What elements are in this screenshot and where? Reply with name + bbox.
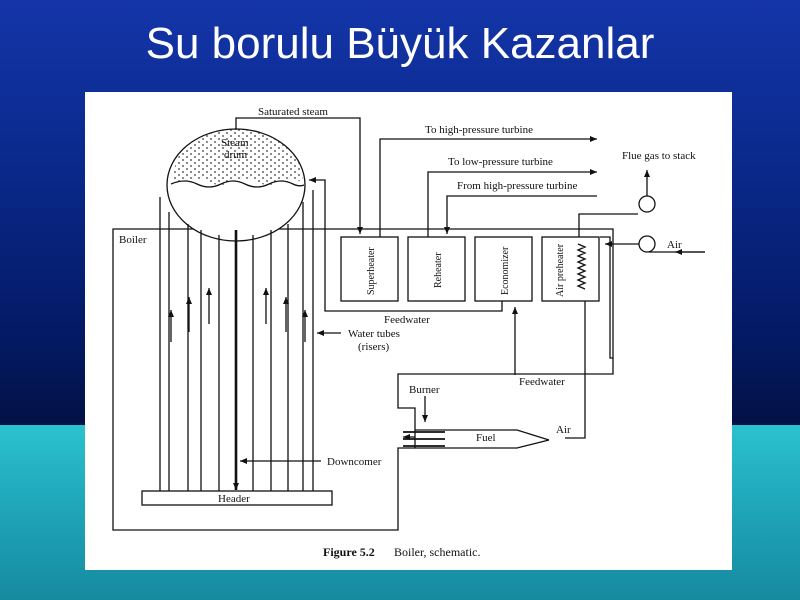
reheater-box [407, 236, 466, 302]
saturated-steam-line [235, 117, 363, 234]
label-steam-drum-1: Steam [221, 137, 249, 149]
label-steam-drum-2: drum [224, 149, 248, 161]
air-to-burner-line [565, 301, 586, 439]
fan-icon [638, 235, 656, 253]
from-hp-turbine-line [444, 195, 597, 234]
label-from-hp-turbine: From high-pressure turbine [457, 180, 577, 192]
header-box [141, 490, 333, 506]
label-reheater: Reheater [433, 252, 444, 288]
label-to-lp-turbine: To low-pressure turbine [448, 156, 553, 168]
boiler-schematic: Saturated steam Steam drum To high-press… [112, 106, 705, 559]
caption-figure-number: Figure 5.2 [323, 545, 375, 559]
flue-duct [578, 213, 638, 237]
to-hp-turbine-line [379, 136, 597, 237]
fuel-wedge-bottom [415, 439, 550, 449]
label-superheater: Superheater [366, 247, 377, 295]
label-air-preheater: Air preheater [555, 243, 566, 297]
boiler-outline [112, 228, 614, 531]
label-air-bottom: Air [556, 424, 571, 436]
label-saturated-steam: Saturated steam [258, 106, 328, 118]
label-economizer: Economizer [500, 246, 511, 295]
fan-icon [638, 195, 656, 213]
feedwater-line [309, 177, 503, 312]
label-fuel: Fuel [476, 432, 496, 444]
label-burner: Burner [409, 384, 440, 396]
superheater-box [340, 236, 399, 302]
label-to-hp-turbine: To high-pressure turbine [425, 124, 533, 136]
label-feedwater-mid: Feedwater [384, 314, 430, 326]
water-level [170, 180, 305, 188]
label-downcomer: Downcomer [327, 456, 382, 468]
caption-text: Boiler, schematic. [394, 545, 481, 559]
air-preheater-box [541, 236, 600, 302]
label-flue-gas: Flue gas to stack [622, 150, 696, 162]
figure-panel: Saturated steam Steam drum To high-press… [85, 92, 732, 570]
economizer-box [474, 236, 533, 302]
label-air-top: Air [667, 239, 682, 251]
label-feedwater-low: Feedwater [519, 376, 565, 388]
label-water-tubes-1: Water tubes [348, 328, 400, 340]
label-header: Header [218, 493, 250, 505]
to-lp-turbine-line [427, 169, 597, 237]
fuel-wedge-top [415, 429, 550, 441]
preheater-duct [600, 236, 613, 359]
label-water-tubes-2: (risers) [358, 341, 389, 353]
preheater-coil [576, 243, 587, 290]
slide-title: Su borulu Büyük Kazanlar [145, 19, 655, 68]
label-boiler: Boiler [119, 234, 147, 246]
steam-region [173, 129, 303, 185]
